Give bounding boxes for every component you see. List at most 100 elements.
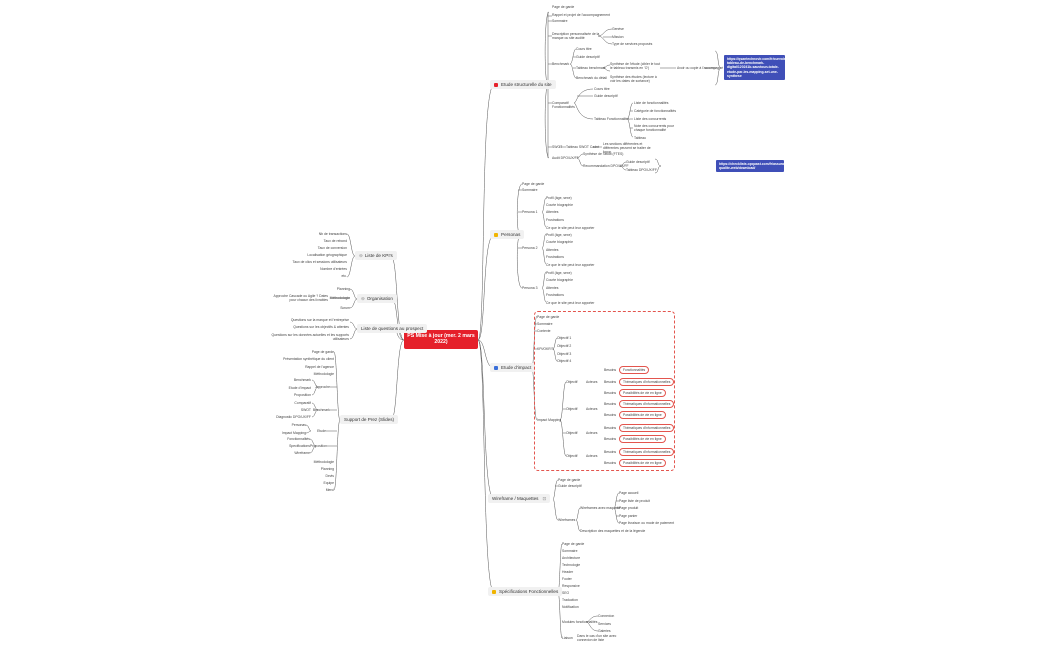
node-sp-3[interactable]: Technologie <box>562 563 581 567</box>
node-p2-f4[interactable]: Ce que le site peut leur apporter <box>546 263 595 267</box>
node-sp-6[interactable]: Responsive <box>562 584 580 588</box>
branch-etude-structurelle[interactable]: Etude structurelle du site <box>490 80 556 89</box>
branch-organisation[interactable]: ⊖Organisation <box>357 294 397 303</box>
node-sup-b2[interactable]: Devis <box>325 474 334 478</box>
node-p2-f3[interactable]: Frustrations <box>546 255 564 259</box>
node-kpi-l1[interactable]: Taux de rebond <box>323 239 347 243</box>
node-sup-pr-1[interactable]: Specifications <box>289 444 310 448</box>
node-p2-f0[interactable]: Profil (âge, sexe) <box>546 233 572 237</box>
node-audit-sub-1[interactable]: Tableau DPO/UX/FF <box>626 168 657 172</box>
node-bm-1[interactable]: Guide descriptif <box>576 55 600 59</box>
node-p1-f3[interactable]: Frustrations <box>546 218 564 222</box>
node-sp-9[interactable]: Notification <box>562 605 579 609</box>
node-org-1[interactable]: Méthodologie <box>329 296 350 300</box>
node-sup-b1[interactable]: Planning <box>320 467 334 471</box>
node-q-0[interactable]: Questions sur la marque et l'entreprise <box>290 318 349 322</box>
node-sp-7[interactable]: SEO <box>562 591 570 595</box>
node-sup-pr-2[interactable]: Wireframe <box>294 451 310 455</box>
node-es-1[interactable]: Rappel et projet de l'accompagnement <box>552 13 610 17</box>
node-p2-f1[interactable]: Courte biographie <box>546 240 573 244</box>
node-sup-bm-2[interactable]: Diagnostic DPO/UX/FF <box>276 415 311 419</box>
pill-8[interactable]: Possibilités de vie en ligne <box>619 459 666 467</box>
node-obj-4[interactable]: Objectif <box>566 454 578 458</box>
node-bes-2[interactable]: Besoins <box>604 391 617 395</box>
node-act-4[interactable]: Acteurs <box>586 454 598 458</box>
node-sp-4[interactable]: Header <box>562 570 574 574</box>
node-cf-sub-4[interactable]: Tableau <box>634 136 646 140</box>
node-audit-1[interactable]: Recommandation DPO/UX/FF <box>583 164 629 168</box>
node-bm-detail[interactable]: Avoir ou copie à l'accompagné <box>677 66 724 70</box>
node-es-desc-1[interactable]: Mission <box>612 35 624 39</box>
node-act-3[interactable]: Acteurs <box>586 431 598 435</box>
node-sp-8[interactable]: Traduction <box>562 598 578 602</box>
node-org-2[interactable]: Scrum <box>340 306 350 310</box>
node-kpi-l4[interactable]: Taux de clics et sessions utilisateurs <box>292 260 347 264</box>
node-sup-benchmark[interactable]: Benchmark <box>312 408 330 412</box>
node-wf-p1[interactable]: Page liste de produit <box>619 499 650 503</box>
node-p3-f4[interactable]: Ce que le site peut leur apporter <box>546 301 595 305</box>
node-sp-0[interactable]: Page de garde <box>562 542 585 546</box>
node-wf-2[interactable]: Wireframes <box>558 518 576 522</box>
node-ei-2[interactable]: Contexte <box>537 329 551 333</box>
node-cf-sub-3[interactable]: Note des concurrents pour chaque fonctio… <box>634 124 674 132</box>
node-es-5[interactable]: Comparatif Fonctionnalités <box>552 101 575 109</box>
node-ei-3[interactable]: KPI/OKR'S <box>537 347 554 351</box>
node-org-method[interactable]: Approche Cascade ou Agile ? Dates pour c… <box>273 294 328 302</box>
node-bes-8[interactable]: Besoins <box>604 461 617 465</box>
node-wf-1[interactable]: Guide descriptif <box>558 484 582 488</box>
node-es-0[interactable]: Page de garde <box>552 5 575 9</box>
node-p3-f2[interactable]: Attentes <box>546 286 559 290</box>
node-sup-et-1[interactable]: Impact Mapping <box>281 431 306 435</box>
pill-1[interactable]: Thématiques d'informationnelles <box>619 378 675 386</box>
node-bm-0[interactable]: Cours titre <box>576 47 592 51</box>
link-benchmark[interactable]: https://qsantechnovir.com/fr/ourvoies/37… <box>724 55 803 81</box>
node-cf-1[interactable]: Guide descriptif <box>594 94 618 98</box>
node-p3-f1[interactable]: Courte biographie <box>546 278 573 282</box>
node-org-0[interactable]: Planning <box>336 287 350 291</box>
branch-wireframe[interactable]: Wireframe / Maquettes⊡ <box>488 494 551 503</box>
node-wf-c0[interactable]: Wireframes avec maquette <box>580 506 621 510</box>
node-p1-f0[interactable]: Profil (âge, sexe) <box>546 196 572 200</box>
node-sp-10[interactable]: Modules fonctionnalités <box>562 620 598 624</box>
node-act-1[interactable]: Acteurs <box>586 380 598 384</box>
node-cf-sub-0[interactable]: Liste de fonctionnalités <box>634 101 669 105</box>
node-bm-3[interactable]: Benchmark du détail <box>576 76 607 80</box>
node-kpi-3[interactable]: Objectif 4 <box>557 359 572 363</box>
node-p1-f2[interactable]: Attentes <box>546 210 559 214</box>
node-sp-11[interactable]: Liaison <box>562 636 573 640</box>
node-audit-sub-0[interactable]: Guide descriptif <box>626 160 650 164</box>
node-obj-1[interactable]: Objectif <box>566 380 578 384</box>
node-bes-6[interactable]: Besoins <box>604 437 617 441</box>
node-p-top-1[interactable]: Sommaire <box>522 188 538 192</box>
node-es-7[interactable]: Audit DPO/UX/FF <box>552 156 579 160</box>
link-opquast[interactable]: https://checklists.opquast.com/fr/assura… <box>716 160 791 173</box>
node-obj-2[interactable]: Objectif <box>566 407 578 411</box>
node-bes-3[interactable]: Besoins <box>604 402 617 406</box>
node-wf-p3[interactable]: Page panier <box>619 514 638 518</box>
node-ei-1[interactable]: Sommaire <box>537 322 553 326</box>
branch-specs[interactable]: Spécifications Fonctionnelles <box>488 587 563 596</box>
node-sp-m2[interactable]: Galeries <box>598 629 611 633</box>
pill-4[interactable]: Possibilités de vie en ligne <box>619 411 666 419</box>
node-sp-5[interactable]: Footer <box>562 577 572 581</box>
node-es-2[interactable]: Sommaire <box>552 19 568 23</box>
node-sup-etude[interactable]: Etude <box>317 429 326 433</box>
node-persona-1[interactable]: Persona 1 <box>522 210 538 214</box>
node-kpi-l6[interactable]: etc. <box>341 274 347 278</box>
node-bes-7[interactable]: Besoins <box>604 450 617 454</box>
node-sup-pr-0[interactable]: Fonctionnalités <box>287 437 310 441</box>
node-sup-approche[interactable]: Approche <box>315 385 330 389</box>
node-sp-liaison[interactable]: Dans le cas d'un site avec connexion de … <box>577 634 617 642</box>
node-sp-m0[interactable]: Connexion <box>598 614 615 618</box>
node-wf-p4[interactable]: Page livraison ou mode de paiement <box>619 521 675 525</box>
node-p-top-0[interactable]: Page de garde <box>522 182 545 186</box>
node-ei-0[interactable]: Page de garde <box>537 315 560 319</box>
node-sup-3[interactable]: Méthodologie <box>313 372 334 376</box>
node-kpi-0[interactable]: Objectif 1 <box>557 336 572 340</box>
node-q-1[interactable]: Questions sur les objectifs & attentes <box>293 325 349 329</box>
root-node[interactable]: PS Mise à jour (mer. 2 mars 2022) <box>404 330 478 349</box>
node-p1-f4[interactable]: Ce que le site peut leur apporter <box>546 226 595 230</box>
node-bes-0[interactable]: Besoins <box>604 368 617 372</box>
node-sup-0[interactable]: Page de garde <box>311 350 334 354</box>
